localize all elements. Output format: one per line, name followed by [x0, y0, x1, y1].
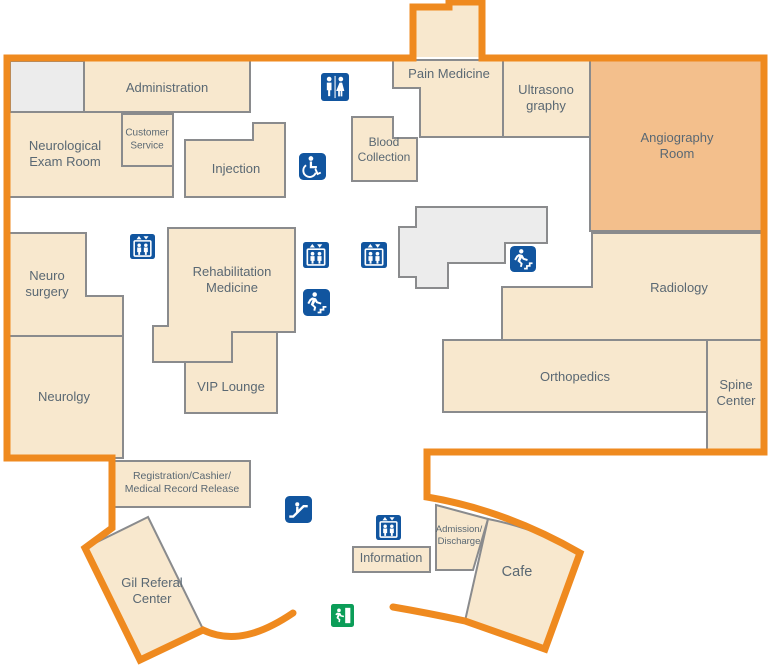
elevator-icon: [303, 242, 329, 268]
label-injection: Injection: [211, 160, 261, 176]
stairwell-core: [398, 206, 548, 289]
label-orthopedics: Orthopedics: [539, 368, 611, 384]
room-ultrasonography: [502, 57, 591, 138]
label-neurolgy: Neurolgy: [37, 388, 91, 404]
emergency-stairs-icon: [303, 289, 330, 316]
room-radiology: [501, 232, 763, 341]
room-unlabeled-gray: [9, 60, 86, 113]
floor-boundary: [3, 0, 768, 665]
room-administration: [83, 59, 251, 113]
label-ultrasonography: Ultrasono graphy: [518, 81, 574, 113]
label-administration: Administration: [125, 79, 209, 95]
label-neurological-exam: Neurological Exam Room: [28, 137, 102, 169]
emergency-exit-icon: [331, 604, 354, 627]
label-vip-lounge: VIP Lounge: [197, 378, 265, 394]
label-gil-referal: Gil Referal Center: [121, 574, 183, 606]
room-information: [352, 546, 431, 573]
room-registration: [112, 460, 251, 508]
room-vip-lounge: [184, 331, 278, 414]
label-pain-medicine: Pain Medicine: [408, 65, 490, 81]
elevator-icon: [376, 515, 401, 540]
restroom-icon: [321, 73, 349, 101]
room-blood-collection: [351, 116, 418, 182]
label-admission-discharge: Admission/ Discharge: [435, 524, 483, 547]
label-registration: Registration/Cashier/ Medical Record Rel…: [124, 469, 240, 495]
room-admission-discharge: [435, 503, 490, 571]
entrance-vestibule: [413, 2, 482, 57]
room-customer-service: [121, 113, 174, 167]
elevator-icon: [130, 234, 155, 259]
label-spine-center: Spine Center: [716, 376, 756, 408]
label-angiography: Angiography Room: [640, 129, 714, 161]
label-rehabilitation: Rehabilitation Medicine: [192, 263, 272, 295]
escalator-icon: [285, 496, 312, 523]
room-angiography: [589, 57, 763, 232]
room-injection: [184, 122, 286, 198]
label-information: Information: [359, 551, 423, 566]
wheelchair-icon: [299, 153, 326, 180]
label-neuro-surgery: Neuro surgery: [25, 267, 69, 299]
label-customer-service: Customer Service: [125, 127, 169, 152]
label-radiology: Radiology: [650, 279, 708, 295]
label-blood-collection: Blood Collection: [357, 135, 411, 164]
elevator-icon: [361, 242, 387, 268]
emergency-stairs-icon: [510, 246, 536, 272]
room-orthopedics: [442, 339, 708, 413]
label-cafe: Cafe: [501, 563, 533, 580]
